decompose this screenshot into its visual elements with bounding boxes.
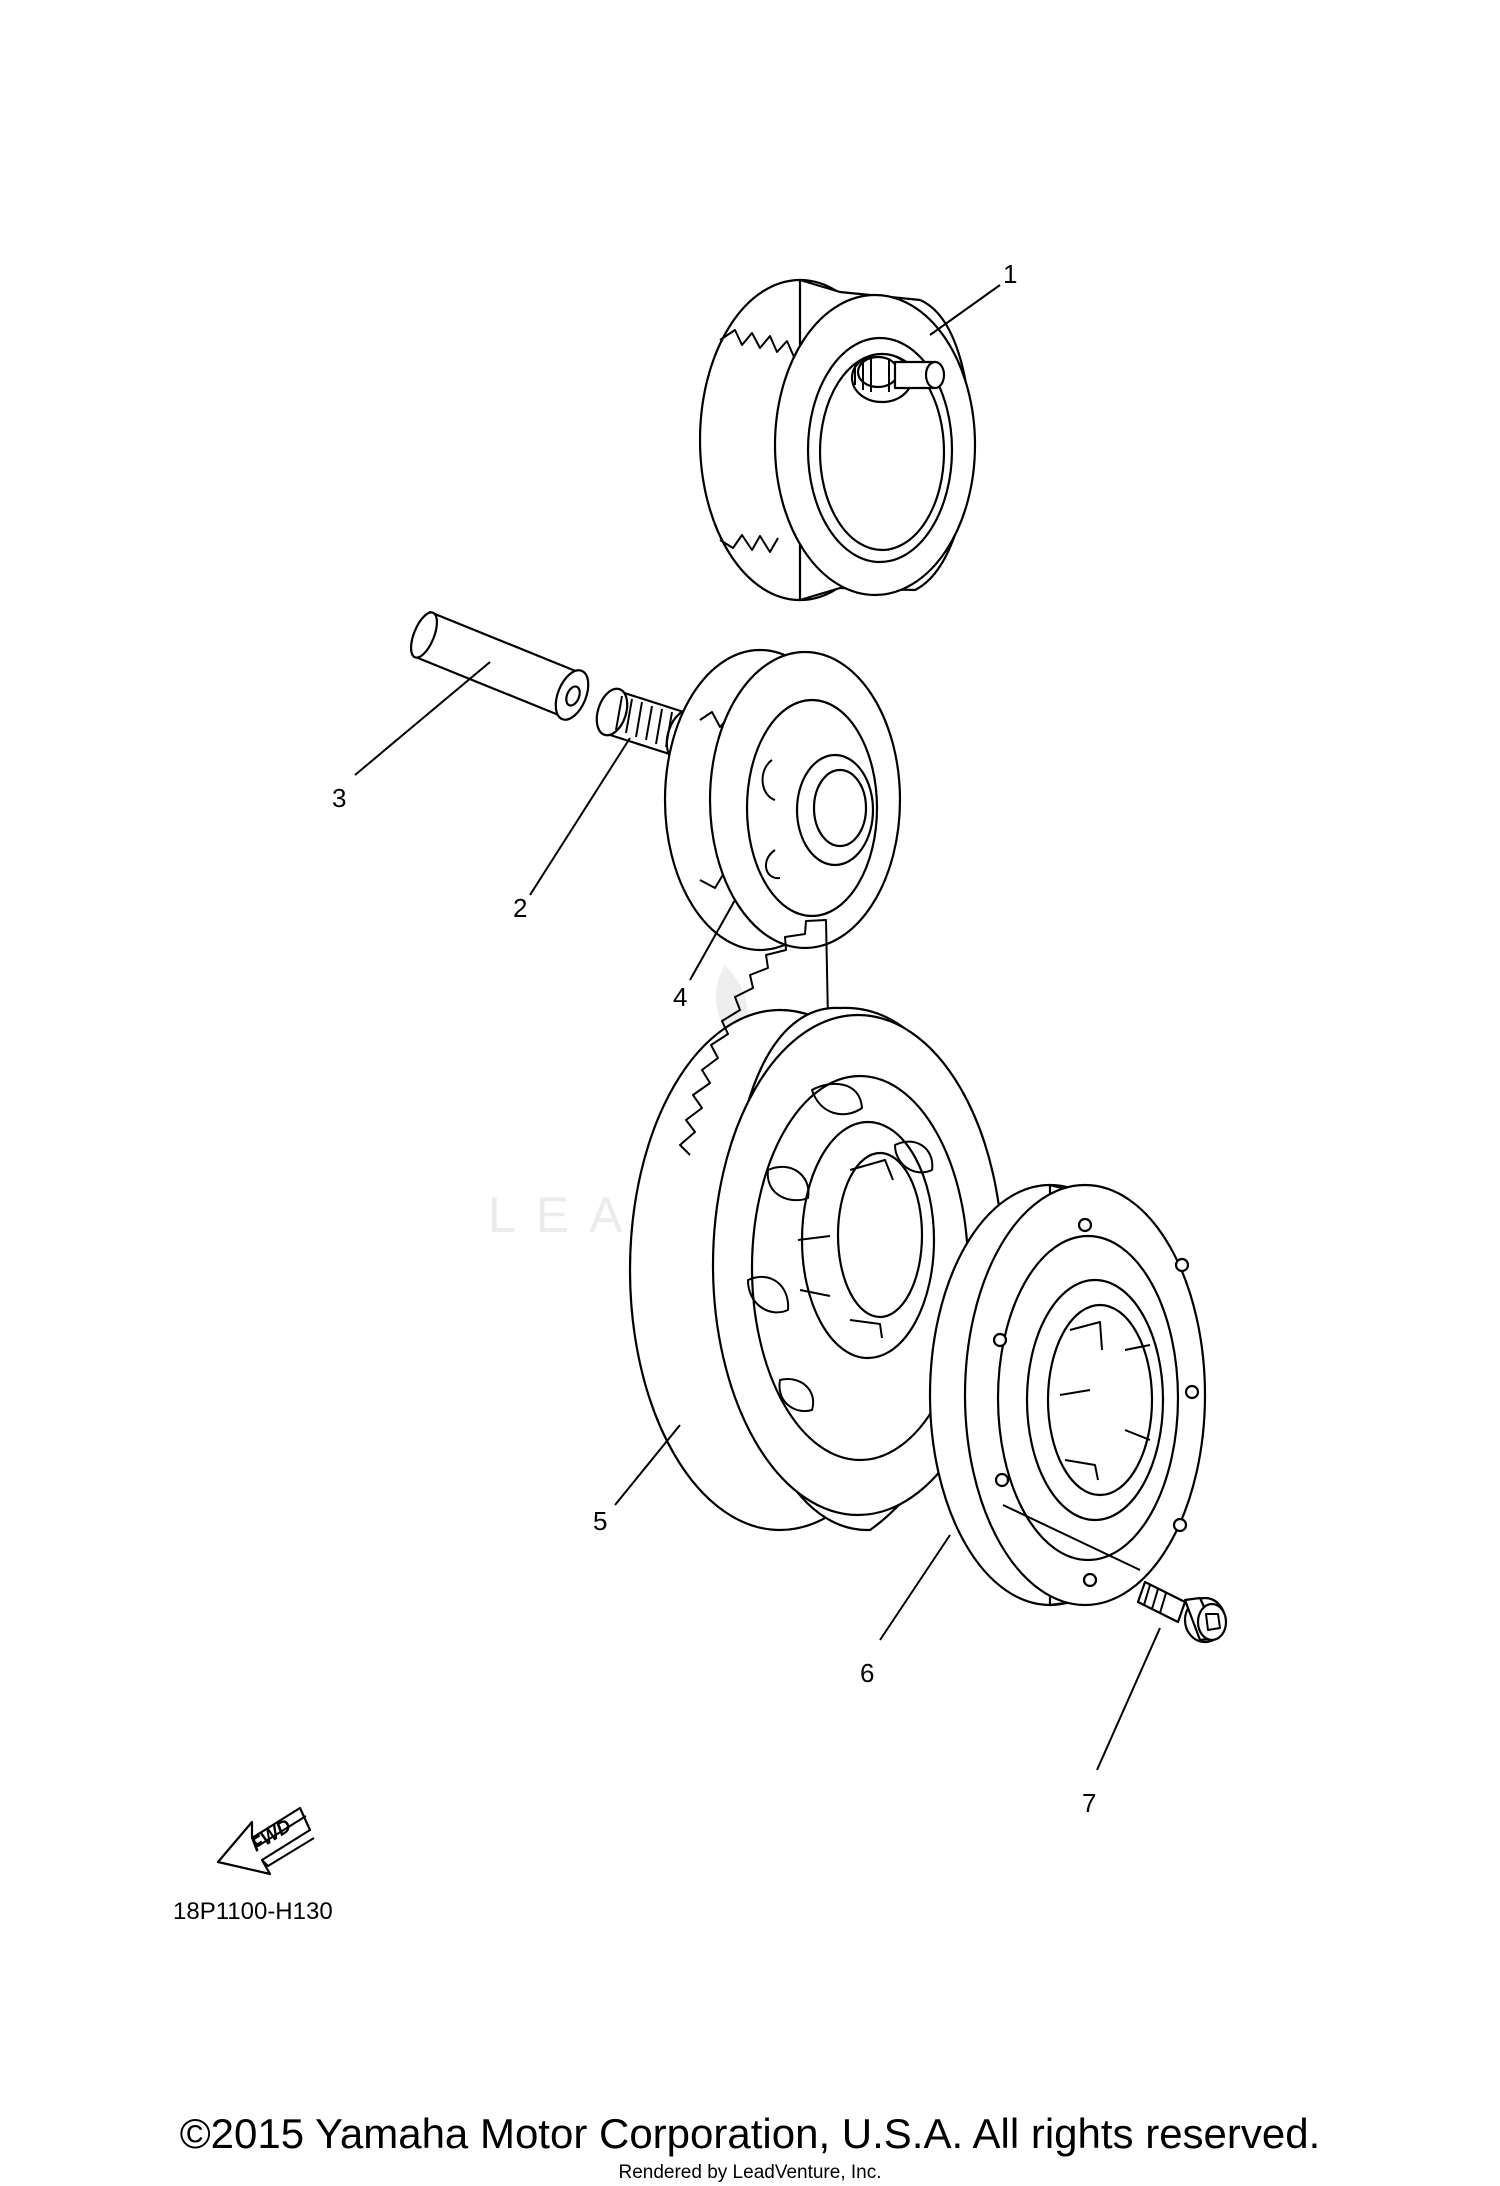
callout-6: 6 bbox=[860, 1658, 874, 1688]
callout-4: 4 bbox=[673, 982, 687, 1012]
diagram-code: 18P1100-H130 bbox=[173, 1898, 333, 1925]
leader-4 bbox=[689, 899, 736, 981]
callout-1: 1 bbox=[1003, 259, 1017, 289]
callout-2: 2 bbox=[513, 893, 527, 923]
leader-5 bbox=[614, 1424, 681, 1506]
part-7-bolt[interactable] bbox=[1002, 1504, 1228, 1644]
leader-3 bbox=[354, 661, 491, 776]
copyright-notice: ©2015 Yamaha Motor Corporation, U.S.A. A… bbox=[179, 2110, 1321, 2157]
leader-2 bbox=[529, 737, 631, 896]
leader-7 bbox=[1096, 1627, 1161, 1771]
callout-3: 3 bbox=[332, 783, 346, 813]
part-6-one-way-clutch[interactable] bbox=[928, 1183, 1207, 1607]
leader-1 bbox=[929, 284, 1001, 336]
rendered-by-notice: Rendered by LeadVenture, Inc. bbox=[618, 2162, 882, 2183]
part-1-starter-gear-assy[interactable] bbox=[698, 278, 977, 602]
fwd-arrow-icon: FWD bbox=[216, 1806, 315, 1876]
part-4-idler-gear[interactable] bbox=[663, 648, 902, 952]
callout-7: 7 bbox=[1082, 1788, 1096, 1818]
leader-lines bbox=[354, 284, 1161, 1771]
callout-5: 5 bbox=[593, 1506, 607, 1536]
part-3-shaft[interactable] bbox=[406, 609, 595, 724]
part-5-starter-wheel-gear[interactable] bbox=[628, 919, 1005, 1532]
leader-6 bbox=[879, 1534, 951, 1641]
